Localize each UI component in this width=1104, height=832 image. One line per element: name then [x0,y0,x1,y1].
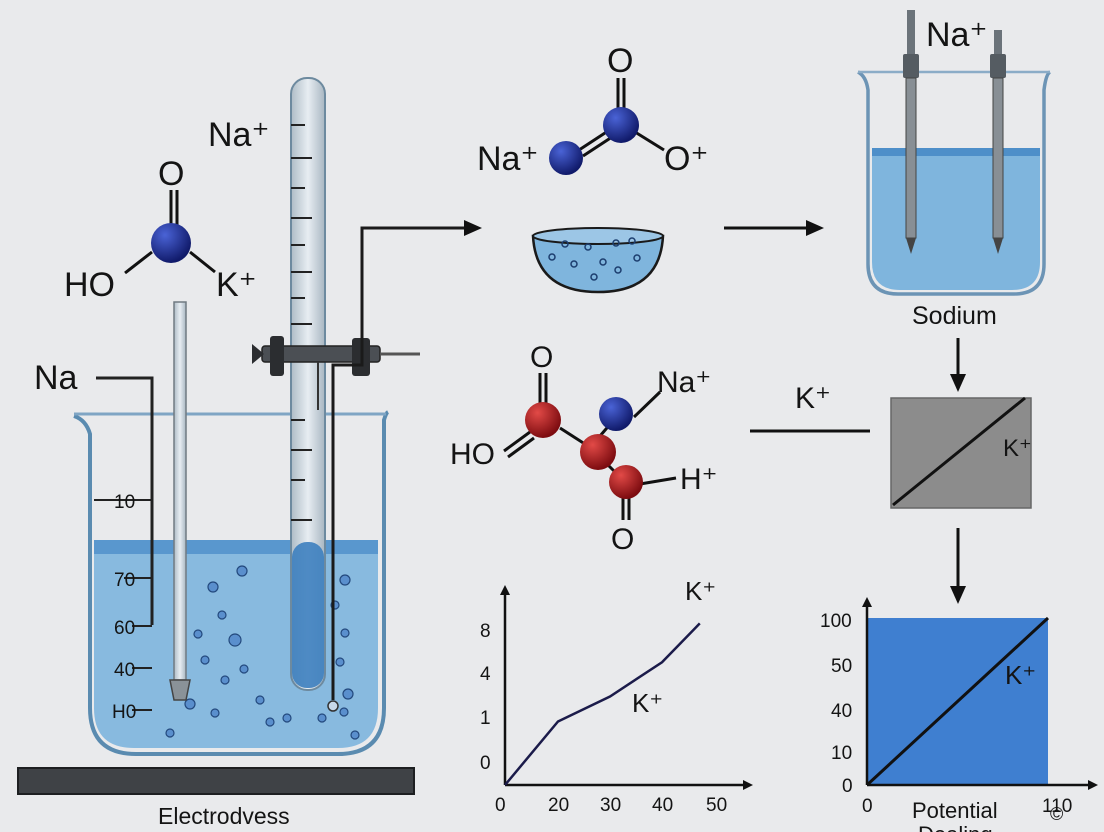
atom-label-na: Na⁺ [477,140,538,178]
left-molecule: O HO K⁺ [64,155,257,304]
series-line [865,616,1050,787]
electrode-right [990,30,1006,254]
grey-box: K⁺ [890,396,1032,509]
sodium-beaker: Na⁺ Sodium [857,10,1052,330]
scale-label: 10 [114,492,135,513]
k-in-box-label: K⁺ [1003,435,1032,462]
y-tick-label: 0 [480,753,491,774]
top-molecule: O Na⁺ O⁺ [477,42,708,178]
na-probe-label: Na [34,359,78,397]
probe-rod [169,301,191,701]
beaker: 10 70 60 40 H0 Na [34,359,390,756]
x-axis-label-line-2: Dealing [918,822,993,832]
atom-label-ho: HO [450,438,495,471]
y-tick-label: 0 [842,776,853,797]
electrode-left [903,10,919,254]
atom-label-o: O [607,42,633,80]
atom-label-na: Na⁺ [657,366,711,399]
na-top-right-label: Na⁺ [926,16,987,54]
middle-molecule: O HO Na⁺ H⁺ O [450,341,718,556]
y-tick-label: 40 [831,701,852,722]
beaker-glass [73,410,390,756]
x-tick-label: 0 [495,795,506,816]
atom-label-o-plus: O⁺ [664,140,708,178]
atom-label-o: O [158,155,184,193]
atom-label-ho: HO [64,266,115,304]
x-tick-label: 50 [706,795,727,816]
atom-label-k: K⁺ [216,266,257,304]
bond [189,250,216,274]
clamp [252,336,420,410]
burette: Na⁺ [208,77,326,691]
electrode-caption: Electrodvess [158,803,290,829]
series-line [504,622,701,786]
dish [531,227,665,294]
base-plate [17,767,415,795]
x-axis-label: Potential [912,798,998,823]
electrode-wire [327,220,482,712]
na-leader-line [96,376,154,625]
x-tick-label: 30 [600,795,621,816]
x-tick-label: 40 [652,795,673,816]
series-annotation: K⁺ [685,576,716,606]
atom-label-h: H⁺ [680,463,718,496]
atom-blue [151,223,191,263]
watermark: © [1050,804,1063,824]
scale-label: 70 [114,570,135,591]
series-annotation: K⁺ [1005,660,1036,690]
na-tube-label: Na⁺ [208,116,269,154]
scale-label: 40 [114,660,135,681]
scale-label: H0 [112,702,136,723]
chart-2: 0 10 40 50 100 0 110 K⁺ PotentialDealing [820,597,1098,832]
series-annotation: K⁺ [632,688,663,718]
y-tick-label: 50 [831,656,852,677]
x-tick-label: 20 [548,795,569,816]
liquid-surface [94,540,378,554]
x-tick-label: 110 [1042,796,1072,817]
y-tick-label: 100 [820,611,852,632]
y-tick-label: 4 [480,664,491,685]
scale-label: 60 [114,618,135,639]
atom-label-o: O [530,341,553,374]
x-tick-label: 0 [862,796,873,817]
bond [124,250,153,275]
atom-label-o-bottom: O [611,523,634,556]
y-tick-label: 8 [480,621,491,642]
k-left-of-box-label: K⁺ [795,382,831,415]
sodium-label: Sodium [912,302,997,330]
y-tick-label: 10 [831,743,852,764]
y-tick-label: 1 [480,708,491,729]
